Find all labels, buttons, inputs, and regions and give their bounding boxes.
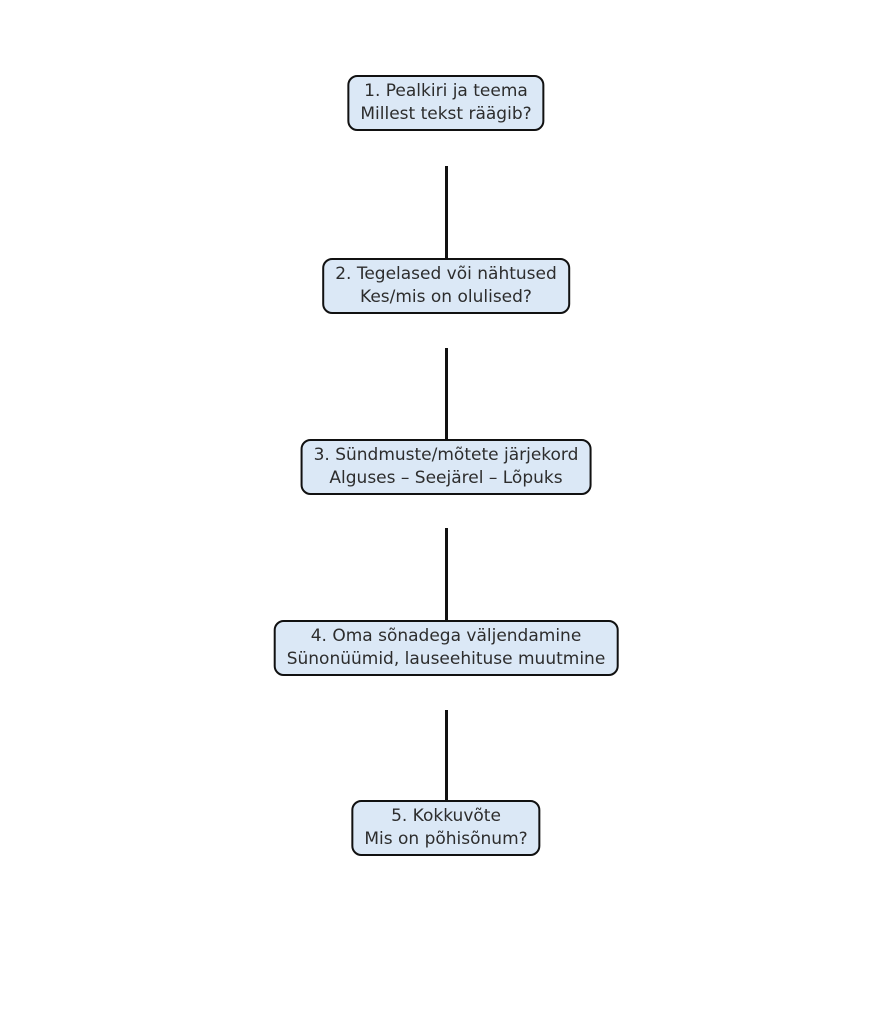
flow-node-step2: 2. Tegelased või nähtused Kes/mis on olu… [322,258,570,314]
connector-step3-step4 [445,528,448,620]
connector-step2-step3 [445,348,448,440]
flow-node-step4: 4. Oma sõnadega väljendamine Sünonüümid,… [273,620,619,676]
node-title: 1. Pealkiri ja teema [364,81,528,101]
node-subtitle: Sünonüümid, lauseehituse muutmine [286,649,606,669]
connector-step4-step5 [445,710,448,800]
flow-node-step3: 3. Sündmuste/mõtete järjekord Alguses – … [300,439,592,495]
node-subtitle: Alguses – Seejärel – Lõpuks [329,468,563,488]
node-title: 4. Oma sõnadega väljendamine [310,626,582,646]
node-title: 3. Sündmuste/mõtete järjekord [313,445,579,465]
node-title: 5. Kokkuvõte [391,806,501,826]
node-subtitle: Millest tekst räägib? [360,104,532,124]
node-subtitle: Kes/mis on olulised? [360,287,532,307]
connector-step1-step2 [445,166,448,258]
node-subtitle: Mis on põhisõnum? [364,829,528,849]
flow-node-step1: 1. Pealkiri ja teema Millest tekst räägi… [347,75,545,131]
flow-node-step5: 5. Kokkuvõte Mis on põhisõnum? [351,800,541,856]
node-title: 2. Tegelased või nähtused [335,264,557,284]
